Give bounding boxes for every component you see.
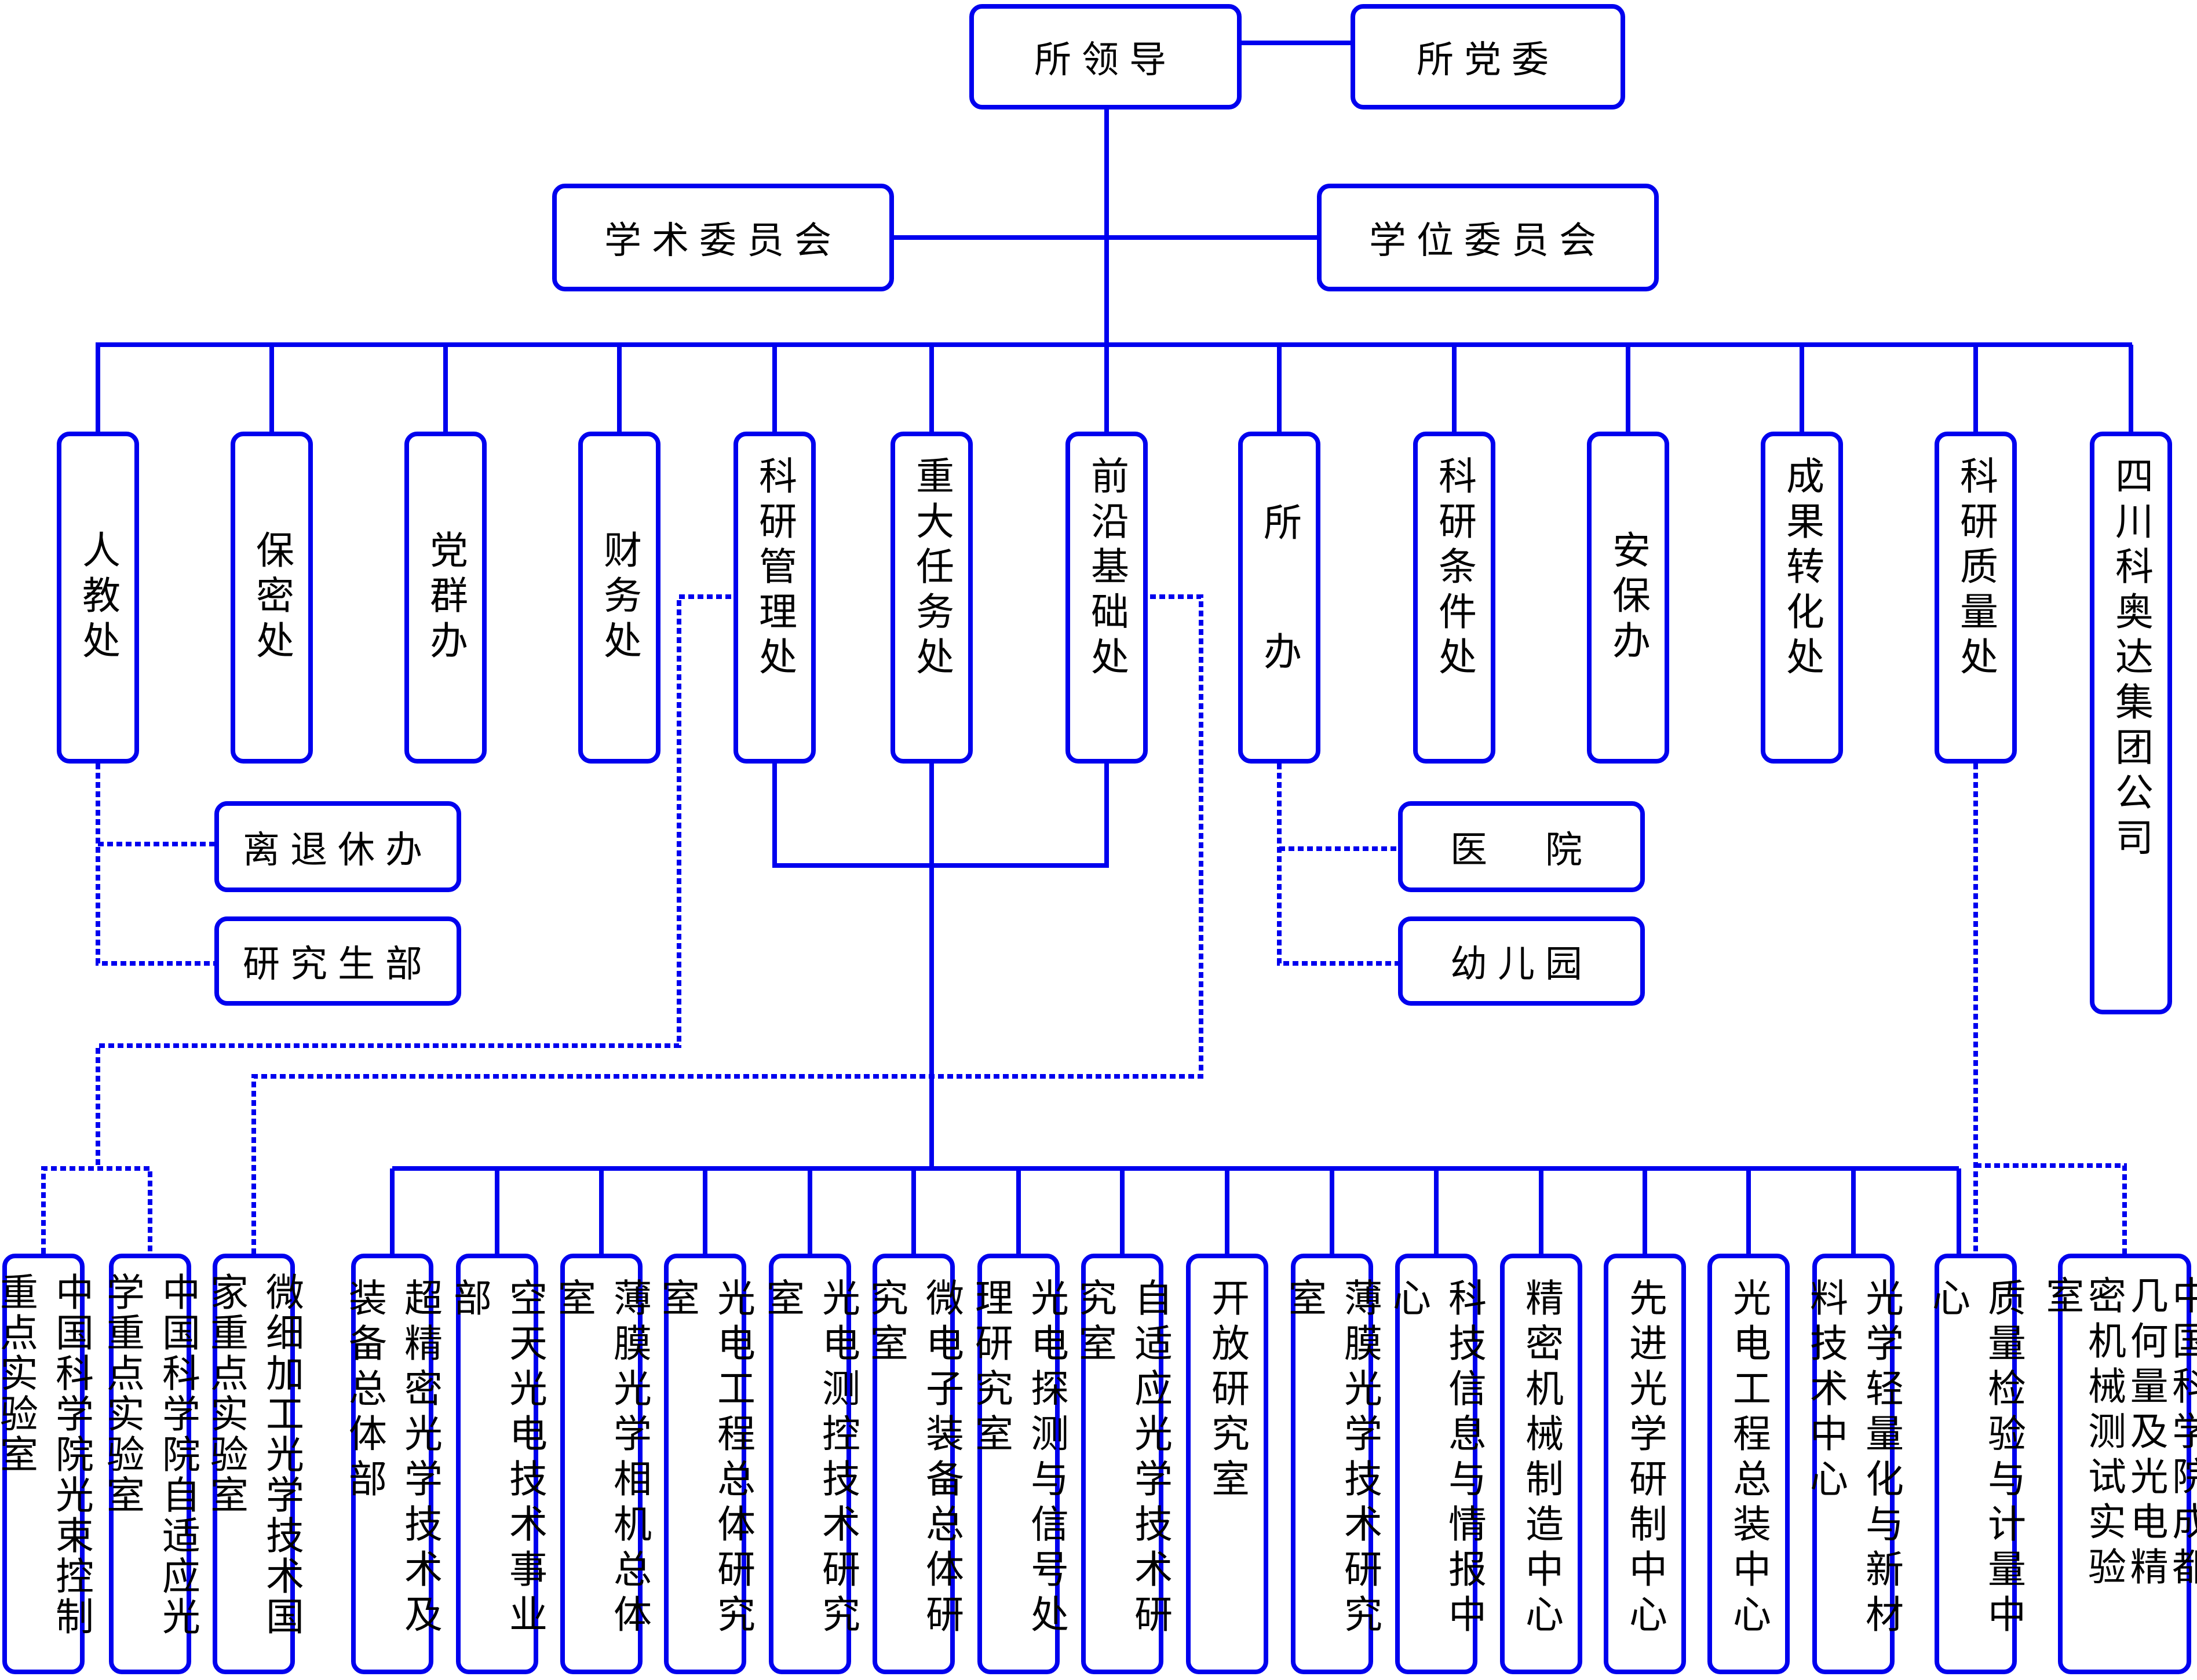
research-unit-box[interactable]: 开放研究室	[1186, 1254, 1268, 1674]
research-unit-box[interactable]: 超精密光学技术及装备总体部	[342, 1254, 443, 1674]
department-box[interactable]: 科研质量处	[1935, 432, 2017, 764]
department-label: 四川科奥达集团公司	[2109, 456, 2154, 863]
research-unit-label: 光电工程总装中心	[1727, 1278, 1771, 1639]
research-unit-label: 光电工程总体研究室	[655, 1278, 756, 1639]
retirement-office-box[interactable]: 离退休办	[214, 801, 461, 892]
department-label: 财务处	[597, 529, 642, 666]
department-label: 所 办	[1257, 502, 1302, 693]
department-box[interactable]: 人教处	[57, 432, 139, 764]
research-unit-label: 空天光电技术事业部	[447, 1278, 548, 1639]
department-box[interactable]: 保密处	[231, 432, 313, 764]
research-unit-label: 精密机械制造中心	[1519, 1278, 1564, 1639]
graduate-department-label: 研究生部	[243, 943, 433, 986]
department-label: 科研条件处	[1432, 456, 1477, 682]
department-box[interactable]: 成果转化处	[1761, 432, 1843, 764]
department-box[interactable]: 四川科奥达集团公司	[2090, 432, 2172, 1014]
degree-committee-box[interactable]: 学位委员会	[1317, 184, 1659, 291]
research-unit-box[interactable]: 薄膜光学技术研究室	[1282, 1254, 1382, 1674]
dotted-hr-subunits	[96, 764, 214, 966]
research-unit-box[interactable]: 薄膜光学相机总体室	[552, 1254, 652, 1674]
research-unit-label: 科技信息与情报中心	[1386, 1278, 1487, 1639]
research-unit-box[interactable]: 光电探测与信号处理研究室	[969, 1254, 1069, 1674]
connector-research-join	[772, 764, 1109, 868]
department-box[interactable]: 科研管理处	[733, 432, 816, 764]
research-unit-label: 开放研究室	[1205, 1278, 1250, 1504]
research-unit-label: 薄膜光学技术研究室	[1282, 1278, 1382, 1639]
department-box[interactable]: 重大任务处	[891, 432, 973, 764]
research-unit-label: 超精密光学技术及装备总体部	[342, 1278, 443, 1639]
retirement-office-label: 离退休办	[243, 828, 433, 872]
department-label: 保密处	[250, 529, 294, 666]
research-unit-label: 中国科学院光束控制重点实验室	[0, 1272, 94, 1637]
research-unit-label: 光电探测与信号处理研究室	[969, 1278, 1069, 1639]
research-unit-box[interactable]: 微细加工光学技术国家重点实验室	[204, 1254, 304, 1674]
department-label: 安保办	[1606, 529, 1651, 666]
dotted-cas-labs-bracket	[41, 1166, 152, 1254]
research-unit-box[interactable]: 科技信息与情报中心	[1386, 1254, 1487, 1674]
research-unit-label: 薄膜光学相机总体室	[552, 1278, 652, 1639]
leadership-label: 所领导	[1034, 39, 1177, 82]
dotted-quality-testing-lab	[1976, 1163, 2127, 1254]
research-unit-box[interactable]: 空天光电技术事业部	[447, 1254, 548, 1674]
kindergarten-box[interactable]: 幼儿园	[1398, 916, 1645, 1006]
department-label: 党群办	[424, 529, 468, 666]
academic-committee-box[interactable]: 学术委员会	[552, 184, 894, 291]
party-committee-box[interactable]: 所党委	[1351, 4, 1625, 109]
research-unit-box[interactable]: 自适应光学技术研究室	[1072, 1254, 1173, 1674]
bottom-drops	[390, 1168, 1961, 1254]
academic-committee-label: 学术委员会	[604, 220, 842, 262]
research-unit-box[interactable]: 中国科学院自适应光学重点实验室	[100, 1254, 200, 1674]
research-unit-label: 微电子装备总体研究室	[864, 1278, 964, 1639]
research-unit-label: 光电测控技术研究室	[760, 1278, 860, 1639]
department-box[interactable]: 前沿基础处	[1065, 432, 1148, 764]
department-label: 前沿基础处	[1085, 456, 1129, 682]
department-label: 科研质量处	[1954, 456, 1998, 682]
dotted-frontier-microfab	[251, 594, 1203, 1254]
department-label: 重大任务处	[910, 456, 954, 682]
hospital-label: 医 院	[1450, 828, 1593, 872]
research-unit-box[interactable]: 精密机械制造中心	[1500, 1254, 1582, 1674]
research-unit-box[interactable]: 光电工程总体研究室	[655, 1254, 756, 1674]
department-label: 成果转化处	[1780, 456, 1824, 682]
research-unit-box[interactable]: 光电工程总装中心	[1707, 1254, 1790, 1674]
research-unit-label: 中国科学院自适应光学重点实验室	[100, 1272, 200, 1637]
department-box[interactable]: 所 办	[1238, 432, 1320, 764]
research-unit-label: 质量检验与计量中心	[1926, 1278, 2026, 1639]
graduate-department-box[interactable]: 研究生部	[214, 916, 461, 1006]
degree-committee-label: 学位委员会	[1369, 220, 1607, 262]
research-unit-label: 光学轻量化与新材料技术中心	[1804, 1278, 1904, 1639]
research-unit-label: 先进光学研制中心	[1623, 1278, 1667, 1639]
research-unit-box[interactable]: 中国科学院成都几何量及光电精密机械测试实验室	[2039, 1254, 2197, 1674]
research-unit-label: 中国科学院成都几何量及光电精密机械测试实验室	[2039, 1276, 2197, 1592]
department-box[interactable]: 党群办	[404, 432, 487, 764]
dotted-office-subunits	[1277, 764, 1398, 966]
kindergarten-label: 幼儿园	[1450, 943, 1593, 986]
party-committee-label: 所党委	[1417, 39, 1559, 82]
research-unit-box[interactable]: 先进光学研制中心	[1604, 1254, 1686, 1674]
research-unit-box[interactable]: 微电子装备总体研究室	[864, 1254, 964, 1674]
research-unit-label: 微细加工光学技术国家重点实验室	[204, 1272, 304, 1637]
department-box[interactable]: 安保办	[1587, 432, 1669, 764]
department-label: 科研管理处	[753, 456, 797, 682]
research-unit-box[interactable]: 光电测控技术研究室	[760, 1254, 860, 1674]
research-unit-box[interactable]: 质量检验与计量中心	[1926, 1254, 2026, 1674]
department-label: 人教处	[76, 529, 121, 666]
dotted-research-mgmt-labs	[96, 594, 731, 1168]
research-unit-box[interactable]: 中国科学院光束控制重点实验室	[0, 1254, 94, 1674]
hospital-box[interactable]: 医 院	[1398, 801, 1645, 892]
department-box[interactable]: 财务处	[578, 432, 660, 764]
leadership-box[interactable]: 所领导	[969, 4, 1242, 109]
department-box[interactable]: 科研条件处	[1413, 432, 1495, 764]
research-unit-label: 自适应光学技术研究室	[1072, 1278, 1173, 1639]
research-unit-box[interactable]: 光学轻量化与新材料技术中心	[1804, 1254, 1904, 1674]
